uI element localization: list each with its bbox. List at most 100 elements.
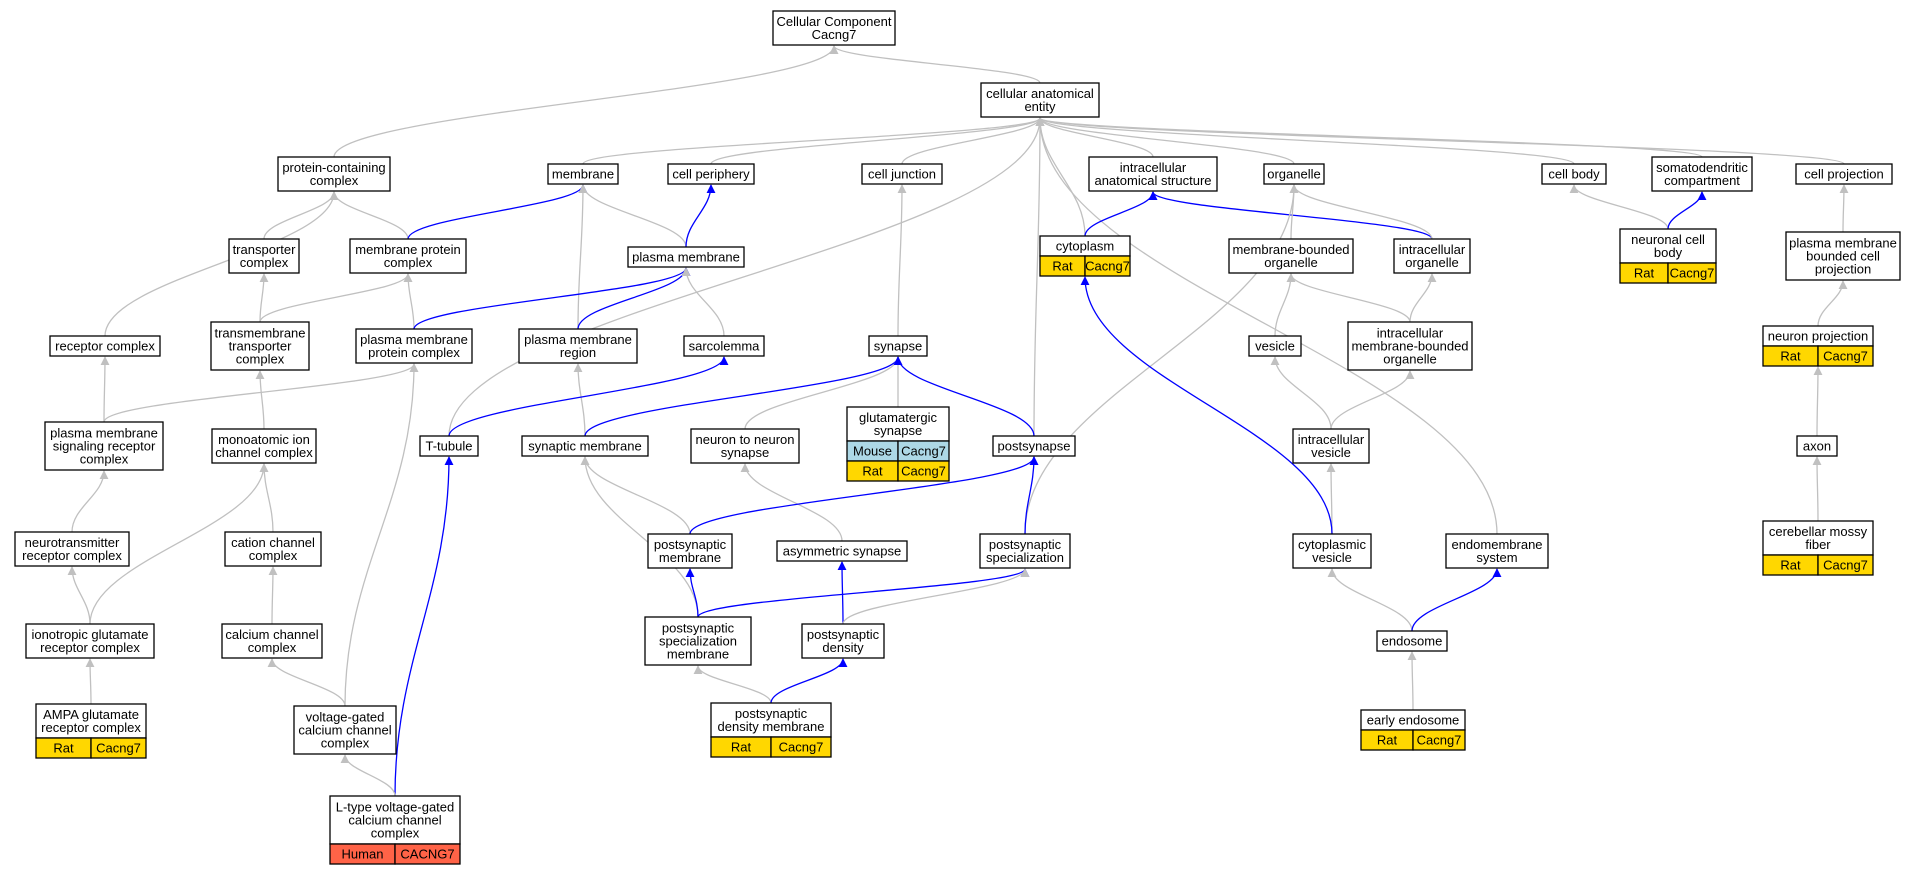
- edge-pmsrc-to-recc: [100, 356, 110, 423]
- node-label: receptor complex: [55, 339, 155, 354]
- node-box: [1541, 163, 1607, 185]
- node-box: [1762, 520, 1874, 556]
- node-box: [293, 705, 397, 755]
- node-box: [521, 435, 649, 457]
- node-label: anatomical structure: [1094, 173, 1211, 188]
- node-box: [667, 163, 755, 185]
- edge-pmpc-to-pm: [413, 267, 691, 330]
- edge-psdm-to-pssm: [693, 665, 772, 704]
- species-label: Mouse: [853, 444, 892, 459]
- edge-posts-to-syn: [893, 356, 1035, 437]
- node-label: receptor complex: [41, 720, 141, 735]
- edge-ampa-to-igrc: [85, 658, 95, 705]
- node-box: [1795, 163, 1893, 185]
- go-node-syn: synapse: [868, 335, 928, 357]
- node-label: protein complex: [368, 345, 460, 360]
- go-node-cbody: cell body: [1541, 163, 1607, 185]
- node-label: endomembrane: [1451, 537, 1542, 552]
- node-box: [419, 435, 479, 457]
- node-label: transporter: [233, 242, 297, 257]
- node-label: membrane: [667, 647, 729, 662]
- node-label: density: [822, 640, 864, 655]
- node-label: postsynaptic: [807, 627, 880, 642]
- node-box: [1393, 238, 1471, 274]
- node-box: [1292, 533, 1372, 569]
- species-label: Rat: [862, 464, 883, 479]
- node-box: [1228, 238, 1354, 274]
- edge-cproj-to-cae: [1035, 117, 1845, 165]
- edge-asyn-to-n2n: [740, 463, 843, 542]
- edge-mpc-to-mem: [407, 184, 588, 240]
- node-label: complex: [236, 352, 285, 367]
- edge-psd-to-pss: [842, 568, 1030, 625]
- go-node-cper: cell periphery: [667, 163, 755, 185]
- node-label: receptor complex: [22, 548, 122, 563]
- node-label: intracellular: [1377, 326, 1444, 341]
- edge-vgcc-to-pmpc: [344, 363, 419, 707]
- edge-ntrc-to-pmsrc: [71, 470, 109, 533]
- node-label: organelle: [1267, 167, 1321, 182]
- node-label: vesicle: [1312, 550, 1352, 565]
- node-label: compartment: [1664, 173, 1740, 188]
- species-label: Rat: [1780, 349, 1801, 364]
- edge-pssm-to-psm: [685, 568, 699, 618]
- node-label: cerebellar mossy: [1769, 524, 1868, 539]
- node-label: bounded cell: [1806, 249, 1880, 264]
- edge-pmr-to-mem: [577, 184, 588, 330]
- edge-org-to-cae: [1035, 117, 1295, 165]
- node-label: complex: [248, 640, 297, 655]
- edge-pmpc-to-mpc: [403, 273, 415, 330]
- gene-cell: [394, 843, 461, 865]
- edge-igrc-to-micc: [89, 463, 269, 625]
- edge-ltype-to-ttub: [394, 456, 454, 797]
- edge-psm-to-synm: [580, 456, 691, 535]
- node-label: specialization: [659, 634, 737, 649]
- node-box: [868, 335, 928, 357]
- gene-cell: [770, 736, 832, 758]
- species-label: Rat: [1780, 558, 1801, 573]
- node-label: complex: [371, 826, 420, 841]
- node-label: transporter: [229, 339, 293, 354]
- gene-label: Cacng7: [901, 444, 946, 459]
- edge-cbody-to-cae: [1035, 117, 1575, 165]
- node-box: [980, 82, 1100, 118]
- node-label: cellular anatomical: [986, 86, 1094, 101]
- go-node-ttub: T-tubule: [419, 435, 479, 457]
- edge-pmsrc-to-pmpc: [103, 363, 419, 423]
- node-label: cytoplasmic: [1298, 537, 1366, 552]
- edges-layer: [67, 45, 1849, 797]
- node-label: monoatomic ion: [218, 432, 310, 447]
- node-box: [801, 623, 885, 659]
- edge-cper-to-cae: [710, 117, 1045, 165]
- edge-igrc-to-ntrc: [67, 566, 91, 625]
- species-label: Rat: [1052, 259, 1073, 274]
- node-box: [710, 702, 832, 738]
- go-node-org: organelle: [1263, 163, 1325, 185]
- go-node-asyn: asymmetric synapse: [776, 540, 908, 562]
- node-label: complex: [310, 173, 359, 188]
- go-node-recc: receptor complex: [49, 335, 161, 357]
- node-box: [14, 531, 130, 567]
- node-box: [1445, 533, 1549, 569]
- node-label: sarcolemma: [689, 339, 761, 354]
- node-box: [1088, 156, 1218, 192]
- node-box: [211, 428, 317, 464]
- node-label: Cacng7: [812, 27, 857, 42]
- edge-micc-to-tmtc: [255, 370, 265, 430]
- edge-pm-to-cper: [685, 184, 716, 248]
- edge-pm-to-mem: [578, 184, 687, 248]
